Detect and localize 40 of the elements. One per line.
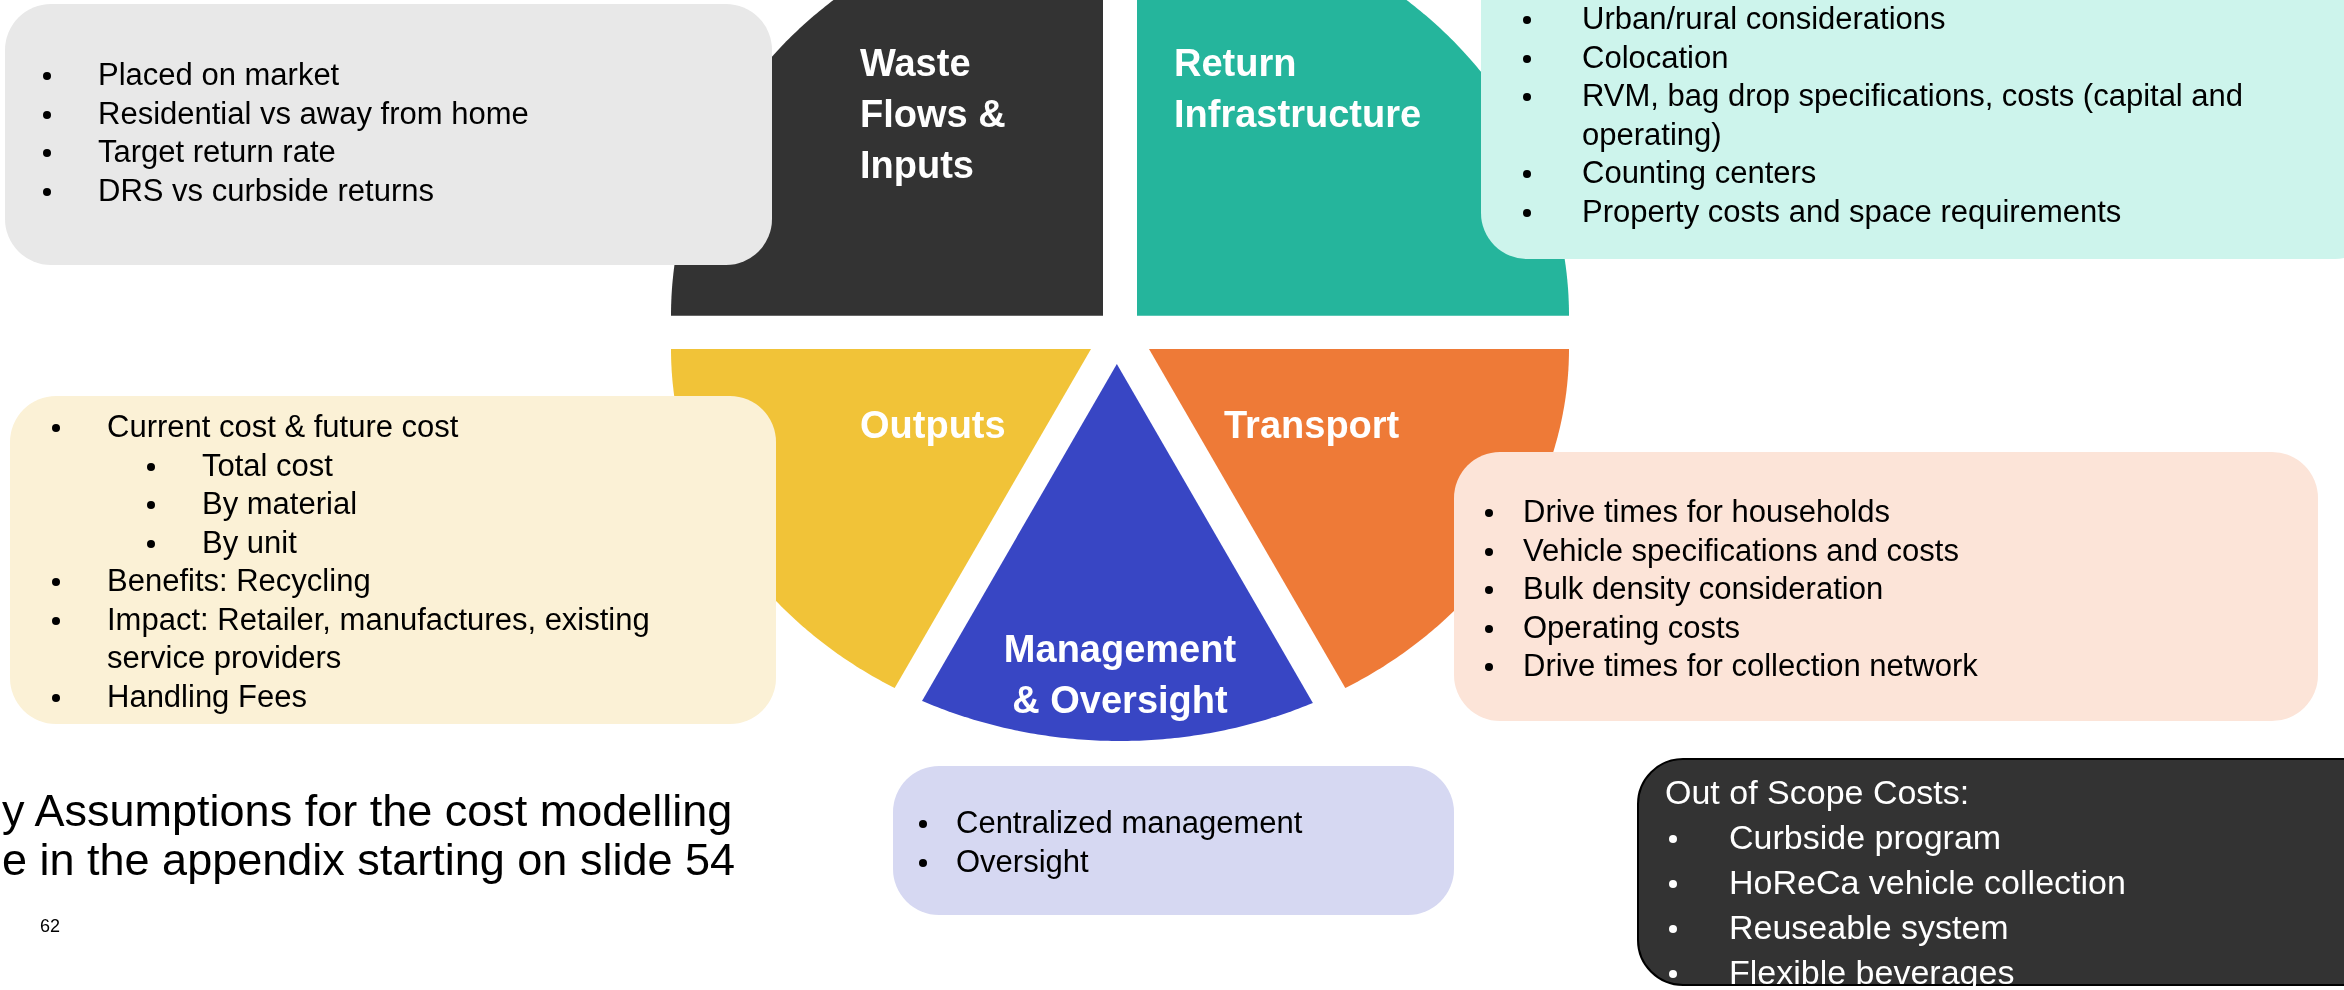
info-card xyxy=(893,766,1454,915)
bullet-text: Current cost & future cost xyxy=(107,409,459,444)
segment-title: Outputs xyxy=(860,403,1007,448)
segment-title: Transport xyxy=(1224,403,1401,448)
bullet-text: Placed on market xyxy=(98,57,340,92)
bullet-text: Total cost xyxy=(202,447,333,483)
segment-title: Waste Flows & Inputs xyxy=(860,41,1007,188)
bullet-text: Handling Fees xyxy=(107,678,307,714)
info-card xyxy=(10,396,776,724)
bullet-text: Impact: Retailer, manufactures, existing service providers xyxy=(107,601,650,675)
bullet-text: Bulk density consideration xyxy=(1523,571,1884,606)
bullet-text: RVM, bag drop specifications, costs (capital and operating) xyxy=(1582,78,2244,152)
bullet-text: Reuseable system xyxy=(1729,908,2009,946)
bullet-text: HoReCa vehicle collection xyxy=(1729,863,2126,901)
segment-title: Management & Oversight xyxy=(1002,627,1238,723)
bullet-text: Centralized management xyxy=(956,805,1303,840)
footnote-text: y Assumptions for the cost modelling e in the appendix starting on slide 54 xyxy=(2,786,736,884)
bullet-text: Colocation xyxy=(1582,39,1729,75)
info-card xyxy=(1454,452,2318,721)
bullet-text: Counting centers xyxy=(1582,155,1817,190)
bullet-text: Benefits: Recycling xyxy=(107,563,371,598)
page-number: 62 xyxy=(40,915,62,937)
heading-text: Out of Scope Costs: xyxy=(1665,773,1970,811)
bullet-text: Oversight xyxy=(956,843,1089,879)
bullet-text: By material xyxy=(202,486,358,521)
bullet-text: Urban/rural considerations xyxy=(1582,1,1946,36)
info-card xyxy=(1637,758,2344,986)
bullet-text: Vehicle specifications and costs xyxy=(1523,532,1959,568)
info-card xyxy=(5,4,772,265)
bullet-text: Drive times for collection network xyxy=(1523,648,1978,683)
info-card xyxy=(1481,0,2344,259)
segment-title: Return Infrastructure xyxy=(1174,41,1423,137)
bullet-text: Curbside program xyxy=(1729,818,2002,856)
bullet-text: Residential vs away from home xyxy=(98,95,529,131)
bullet-text: By unit xyxy=(202,524,297,560)
bullet-text: Drive times for households xyxy=(1523,494,1890,529)
bullet-text: Target return rate xyxy=(98,134,336,169)
bullet-text: Operating costs xyxy=(1523,609,1741,645)
bullet-text: Property costs and space requirements xyxy=(1582,193,2122,229)
bullet-text: DRS vs curbside returns xyxy=(98,172,434,208)
